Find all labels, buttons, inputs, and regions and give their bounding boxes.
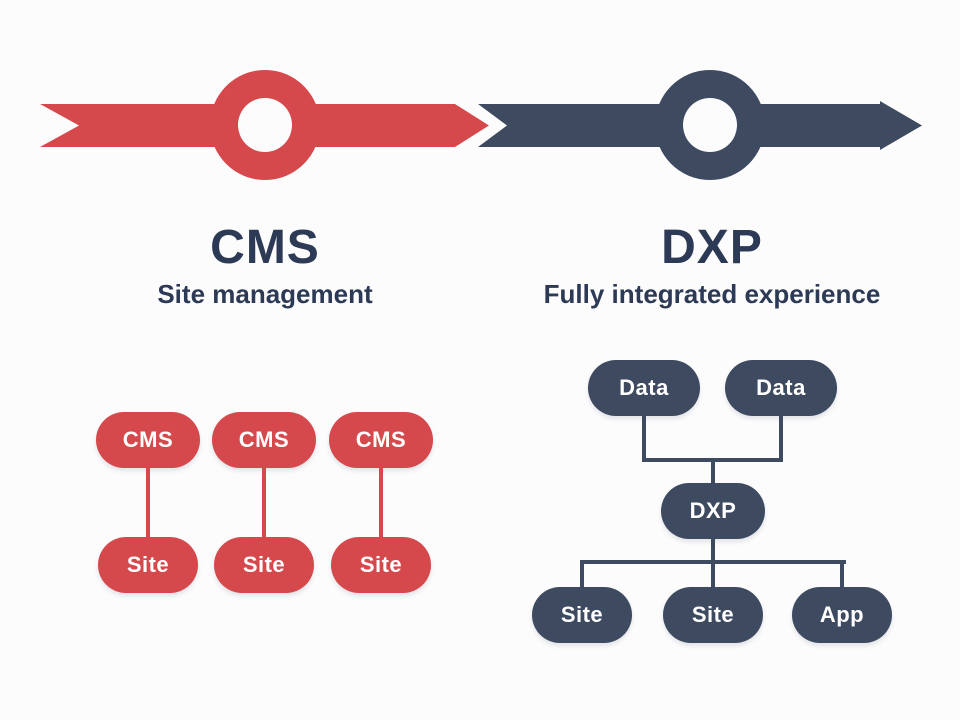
site-node: Site — [663, 587, 763, 643]
cms-site-connector — [379, 467, 383, 537]
dxp-node: DXP — [661, 483, 765, 539]
cms-site-connector — [262, 467, 266, 537]
dxp-milestone-ring-hole — [683, 98, 737, 152]
timeline-ribbon — [40, 70, 922, 180]
cms-subtitle: Site management — [157, 279, 373, 309]
cms-site-connector — [146, 467, 150, 537]
site-node: Site — [331, 537, 431, 593]
cms-milestone-ring-hole — [238, 98, 292, 152]
bracket-dxp-stub — [711, 458, 715, 484]
dxp-title: DXP — [661, 221, 763, 274]
bracket-site-connector — [580, 560, 584, 588]
dxp-children-stub — [711, 539, 715, 562]
cms-node: CMS — [329, 412, 433, 468]
cms-title: CMS — [210, 221, 320, 274]
site-node: Site — [532, 587, 632, 643]
data-node: Data — [588, 360, 700, 416]
data-dxp-connector — [779, 416, 783, 460]
cms-node: CMS — [96, 412, 200, 468]
cms-node: CMS — [212, 412, 316, 468]
dxp-subtitle: Fully integrated experience — [543, 279, 881, 309]
data-dxp-connector — [642, 416, 646, 460]
site-node: Site — [98, 537, 198, 593]
app-node: App — [792, 587, 892, 643]
bracket-site-connector — [711, 560, 715, 588]
data-node: Data — [725, 360, 837, 416]
site-node: Site — [214, 537, 314, 593]
bracket-app-connector — [840, 560, 844, 588]
